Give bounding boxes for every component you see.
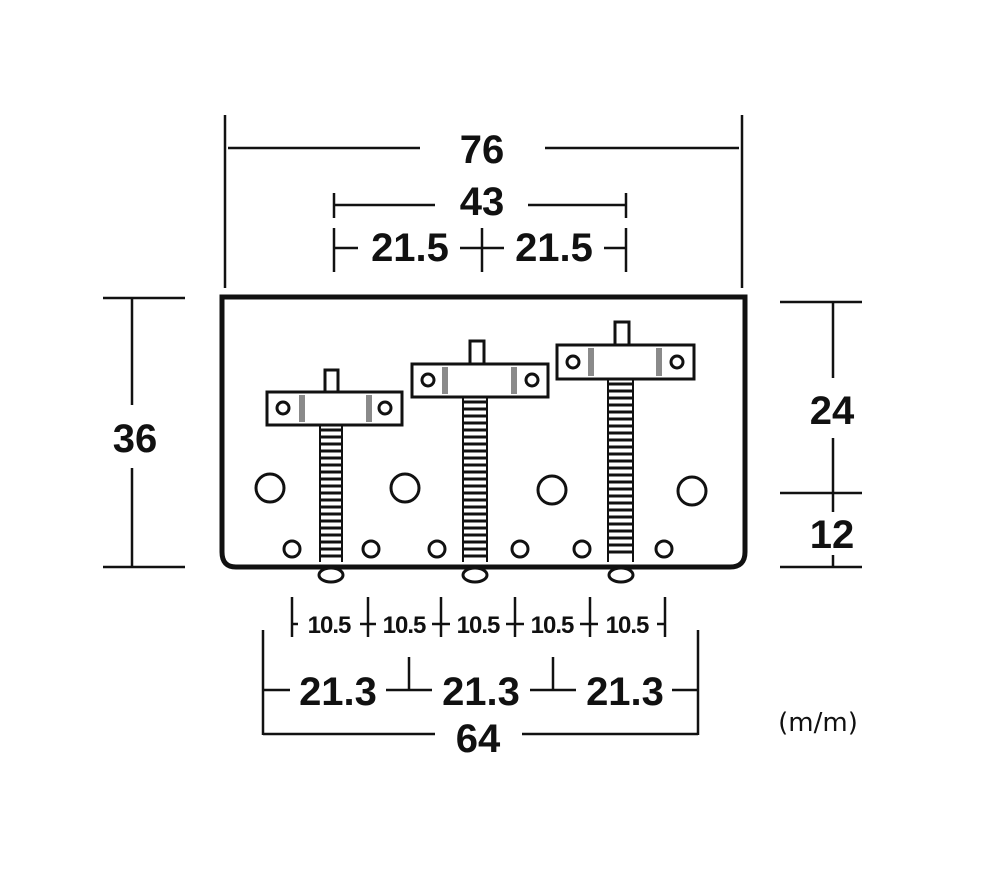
hole-icon bbox=[510, 539, 530, 559]
saddle-3 bbox=[555, 320, 696, 584]
screw-icon bbox=[669, 354, 685, 370]
overall-width-dimension: 76 bbox=[223, 115, 744, 288]
upper-height-label: 24 bbox=[810, 389, 855, 433]
large-holes bbox=[254, 472, 708, 507]
hole-icon bbox=[361, 539, 381, 559]
screw-icon bbox=[524, 372, 540, 388]
screw-spacing-label-2: 21.3 bbox=[442, 670, 520, 714]
string-gap-label-4: 10.5 bbox=[531, 612, 574, 639]
half-span-dimension: 21.5 21.5 bbox=[332, 226, 628, 272]
overall-width-label: 76 bbox=[460, 128, 505, 172]
hole-icon bbox=[427, 539, 447, 559]
screw-spacing-dimensions: 21.3 21.3 21.3 bbox=[261, 630, 700, 735]
screw-icon bbox=[275, 400, 291, 416]
base-width-label: 64 bbox=[456, 717, 501, 761]
screw-icon bbox=[420, 372, 436, 388]
hole-icon bbox=[536, 474, 568, 506]
string-gap-label-2: 10.5 bbox=[383, 612, 426, 639]
saddle-span-label: 43 bbox=[460, 180, 505, 224]
total-height-label: 36 bbox=[113, 417, 158, 461]
hole-icon bbox=[254, 472, 286, 504]
hole-icon bbox=[282, 539, 302, 559]
string-gap-label-5: 10.5 bbox=[606, 612, 649, 639]
half-span-right-label: 21.5 bbox=[515, 226, 593, 270]
screw-icon bbox=[377, 400, 393, 416]
lower-height-label: 12 bbox=[810, 513, 855, 557]
hole-icon bbox=[389, 472, 421, 504]
string-gap-dimensions: 10.5 10.5 10.5 10.5 10.5 bbox=[290, 597, 667, 639]
string-gap-label-3: 10.5 bbox=[457, 612, 500, 639]
unit-label: (m/m) bbox=[778, 708, 858, 738]
hole-icon bbox=[572, 539, 592, 559]
hole-icon bbox=[676, 475, 708, 507]
total-height-dimension: 36 bbox=[103, 296, 185, 569]
saddle-1 bbox=[265, 368, 404, 584]
base-width-dimension: 64 bbox=[263, 717, 698, 761]
small-holes bbox=[282, 539, 674, 559]
screw-spacing-label-1: 21.3 bbox=[299, 670, 377, 714]
hole-icon bbox=[654, 539, 674, 559]
bridge-plate bbox=[219, 294, 748, 570]
saddle-span-dimension: 43 bbox=[332, 180, 628, 224]
right-height-dimensions: 24 12 bbox=[780, 300, 862, 569]
string-gap-label-1: 10.5 bbox=[308, 612, 351, 639]
half-span-left-label: 21.5 bbox=[371, 226, 449, 270]
screw-spacing-label-3: 21.3 bbox=[586, 670, 664, 714]
saddle-2 bbox=[410, 339, 550, 584]
screw-icon bbox=[565, 354, 581, 370]
